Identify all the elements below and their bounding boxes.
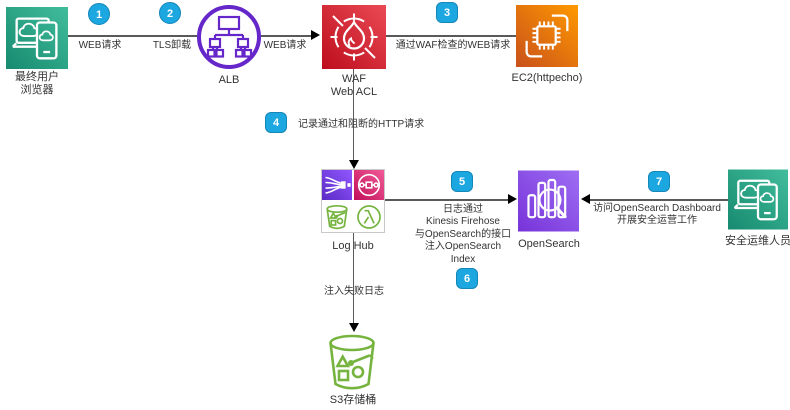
- edge-label-web-request-1: WEB请求: [78, 40, 122, 51]
- step-badge-3[interactable]: 3: [436, 2, 458, 23]
- step-badge-7[interactable]: 7: [648, 171, 670, 192]
- step-badge-1[interactable]: 1: [88, 3, 110, 25]
- edge-label-web-request-2: WEB请求: [263, 40, 307, 51]
- s3-bucket-icon[interactable]: [320, 333, 386, 393]
- lambda-icon[interactable]: [354, 202, 384, 232]
- client-devices-icon[interactable]: [6, 7, 68, 69]
- edge-alb-waf-line: [261, 35, 312, 37]
- kinesis-firehose-icon[interactable]: [322, 170, 352, 200]
- edge-waf-loghub-arrowhead: [348, 160, 359, 169]
- loghub-icon[interactable]: [321, 169, 385, 233]
- step-badge-6[interactable]: 6: [456, 268, 478, 289]
- edge-ops-opensearch-line: [590, 199, 728, 201]
- edge-waf-ec2-line: [386, 35, 516, 37]
- s3-small-icon[interactable]: [322, 202, 352, 232]
- edge-client-alb-line: [68, 35, 197, 37]
- step-badge-2[interactable]: 2: [159, 2, 181, 24]
- edge-label-kinesis-ingest: 日志通过 Kinesis Firehose 与OpenSearch的接口 注入O…: [414, 204, 512, 265]
- step-badge-5[interactable]: 5: [451, 171, 473, 192]
- event-pipes-icon[interactable]: [354, 170, 384, 200]
- edge-label-dashboard-access: 访问OpenSearch Dashboard 开展安全运营工作: [593, 203, 721, 227]
- s3-label: S3存储桶: [329, 394, 377, 406]
- waf-icon[interactable]: [322, 5, 386, 69]
- edge-loghub-s3-line: [352, 232, 355, 323]
- edge-loghub-opensearch-line: [384, 199, 508, 201]
- client-label: 最终用户 浏览器: [15, 71, 59, 96]
- edge-label-log-http: 记录通过和阻断的HTTP请求: [298, 119, 425, 130]
- loghub-label: Log Hub: [332, 240, 374, 252]
- ec2-icon[interactable]: [516, 5, 578, 67]
- ec2-label: EC2(httpecho): [511, 72, 583, 84]
- edge-label-waf-checked: 通过WAF检查的WEB请求: [395, 40, 511, 51]
- edge-waf-loghub-line: [352, 69, 355, 161]
- edge-ops-opensearch-arrowhead: [581, 194, 590, 204]
- waf-label: WAF Web ACL: [330, 73, 378, 98]
- edge-alb-waf-arrowhead: [311, 30, 320, 40]
- opensearch-icon[interactable]: [518, 170, 579, 232]
- edge-label-tls-offload: TLS卸载: [152, 40, 192, 51]
- ops-label: 安全运维人员: [725, 235, 790, 247]
- opensearch-label: OpenSearch: [518, 238, 580, 250]
- edge-loghub-s3-arrowhead: [348, 323, 359, 332]
- step-badge-4[interactable]: 4: [265, 112, 287, 133]
- alb-label: ALB: [218, 74, 240, 86]
- edge-loghub-opensearch-arrowhead: [508, 194, 517, 204]
- alb-icon[interactable]: [197, 5, 261, 69]
- edge-label-failed-logs: 注入失败日志: [324, 286, 384, 297]
- ops-devices-icon[interactable]: [728, 169, 788, 230]
